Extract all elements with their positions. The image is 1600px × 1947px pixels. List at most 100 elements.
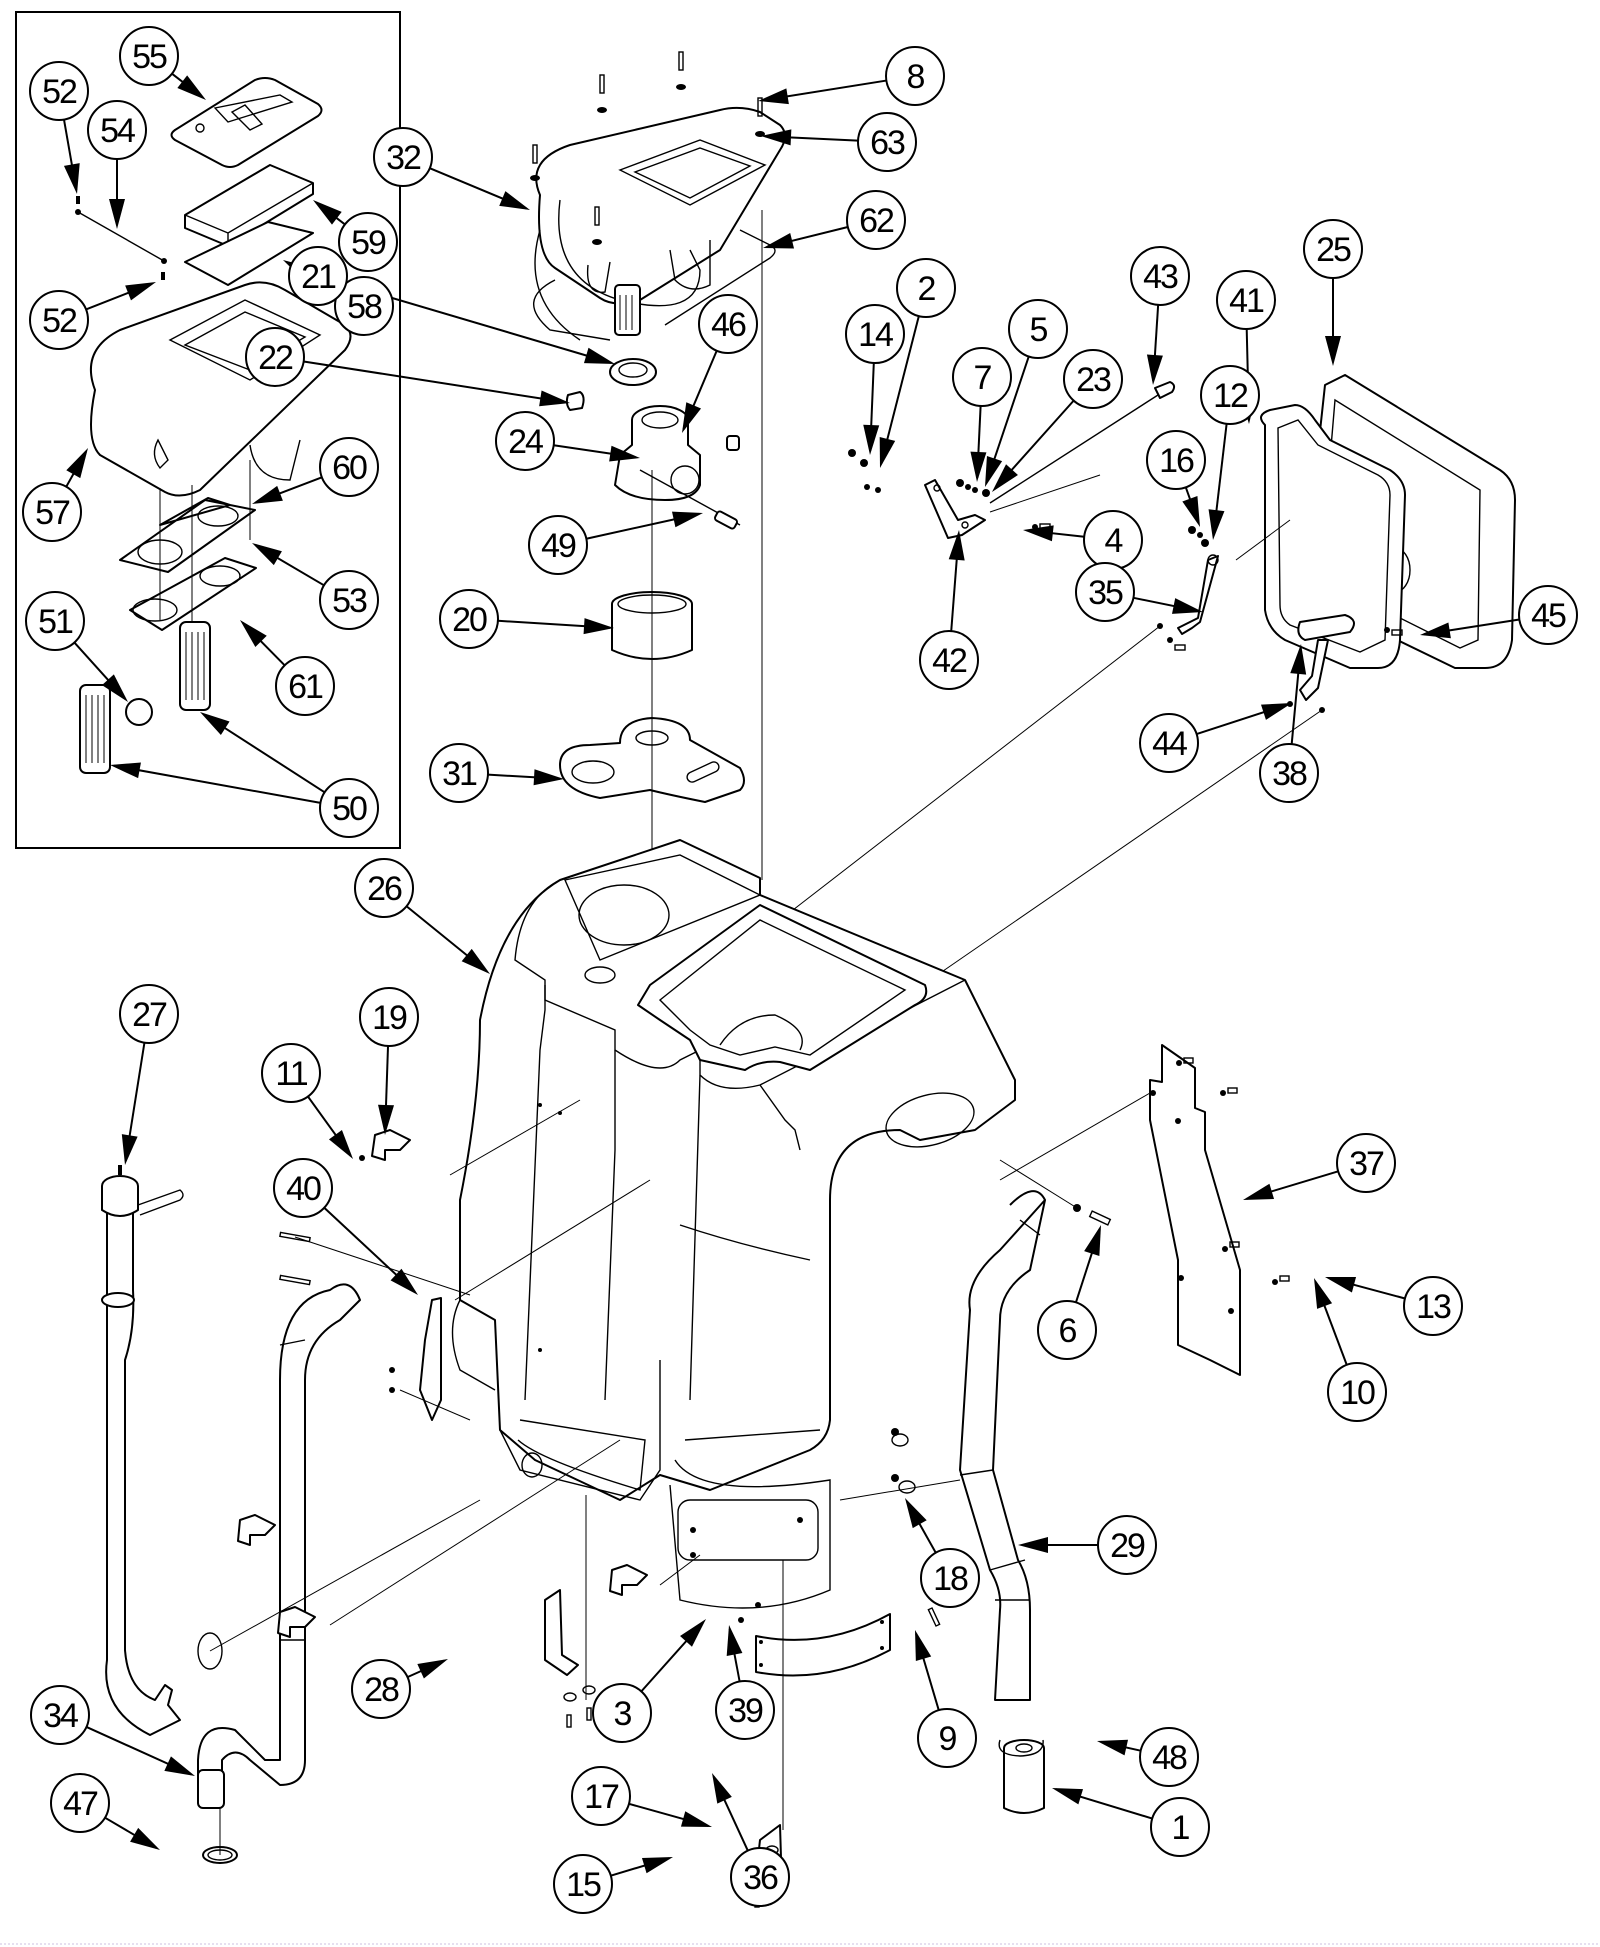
callout-16-arrowhead bbox=[1182, 496, 1200, 527]
callout-24-label: 24 bbox=[508, 423, 543, 461]
callout-18-label: 18 bbox=[933, 1560, 968, 1598]
callout-53[interactable]: 53 bbox=[319, 570, 379, 630]
callout-63-circle bbox=[857, 112, 917, 172]
callout-9[interactable]: 9 bbox=[917, 1708, 977, 1768]
callout-29[interactable]: 29 bbox=[1097, 1515, 1157, 1575]
callout-46-label: 46 bbox=[711, 306, 746, 344]
callout-36-label: 36 bbox=[743, 1859, 778, 1897]
callout-5-circle bbox=[1008, 299, 1068, 359]
callout-34[interactable]: 34 bbox=[30, 1685, 90, 1745]
callout-4-arrowhead bbox=[1023, 525, 1054, 542]
callout-39-arrowhead bbox=[726, 1625, 743, 1656]
callout-62[interactable]: 62 bbox=[846, 190, 906, 250]
callout-59-label: 59 bbox=[351, 224, 386, 262]
callout-54[interactable]: 54 bbox=[87, 100, 147, 160]
callout-51[interactable]: 51 bbox=[25, 591, 85, 651]
callout-16[interactable]: 16 bbox=[1146, 430, 1206, 490]
callout-1-circle bbox=[1150, 1797, 1210, 1857]
callout-24[interactable]: 24 bbox=[495, 411, 555, 471]
callout-55[interactable]: 55 bbox=[119, 26, 179, 86]
callout-3[interactable]: 3 bbox=[592, 1683, 652, 1743]
callout-23-label: 23 bbox=[1076, 361, 1111, 399]
callout-11-arrowhead bbox=[328, 1129, 353, 1159]
callout-31[interactable]: 31 bbox=[429, 743, 489, 803]
callout-47[interactable]: 47 bbox=[50, 1773, 110, 1833]
callout-49-circle bbox=[528, 515, 588, 575]
callout-10[interactable]: 10 bbox=[1327, 1362, 1387, 1422]
callout-43-label: 43 bbox=[1143, 258, 1178, 296]
callout-22[interactable]: 22 bbox=[245, 327, 305, 387]
callout-50[interactable]: 50 bbox=[319, 778, 379, 838]
callout-17-arrowhead bbox=[680, 1811, 712, 1827]
callout-44[interactable]: 44 bbox=[1139, 713, 1199, 773]
callout-16-circle bbox=[1146, 430, 1206, 490]
callout-35[interactable]: 35 bbox=[1075, 562, 1135, 622]
callout-11[interactable]: 11 bbox=[261, 1043, 321, 1103]
callout-47-circle bbox=[50, 1773, 110, 1833]
callout-26[interactable]: 26 bbox=[354, 858, 414, 918]
callout-28-circle bbox=[351, 1659, 411, 1719]
callout-1[interactable]: 1 bbox=[1150, 1797, 1210, 1857]
callout-28-arrowhead bbox=[417, 1659, 448, 1679]
callout-55-circle bbox=[119, 26, 179, 86]
callout-54-circle bbox=[87, 100, 147, 160]
callout-28-label: 28 bbox=[364, 1671, 399, 1709]
callout-51-arrowhead bbox=[101, 674, 128, 702]
callout-2-circle bbox=[896, 258, 956, 318]
callout-28[interactable]: 28 bbox=[351, 1659, 411, 1719]
callout-23[interactable]: 23 bbox=[1063, 349, 1123, 409]
callout-63-label: 63 bbox=[870, 124, 905, 162]
callout-14-arrowhead bbox=[863, 424, 880, 455]
callout-21[interactable]: 21 bbox=[288, 246, 348, 306]
callout-63[interactable]: 63 bbox=[857, 112, 917, 172]
callout-49[interactable]: 49 bbox=[528, 515, 588, 575]
callout-60-label: 60 bbox=[332, 449, 367, 487]
callout-36[interactable]: 36 bbox=[730, 1847, 790, 1907]
callout-52[interactable]: 52 bbox=[29, 61, 89, 121]
part-filter-pad bbox=[184, 164, 314, 247]
callout-11-circle bbox=[261, 1043, 321, 1103]
callout-6[interactable]: 6 bbox=[1037, 1300, 1097, 1360]
callout-14[interactable]: 14 bbox=[845, 304, 905, 364]
callout-5[interactable]: 5 bbox=[1008, 299, 1068, 359]
callout-41[interactable]: 41 bbox=[1216, 270, 1276, 330]
callout-42[interactable]: 42 bbox=[919, 630, 979, 690]
callout-17[interactable]: 17 bbox=[571, 1766, 631, 1826]
callout-59[interactable]: 59 bbox=[338, 212, 398, 272]
callout-43[interactable]: 43 bbox=[1130, 246, 1190, 306]
callout-61[interactable]: 61 bbox=[275, 656, 335, 716]
callout-12[interactable]: 12 bbox=[1200, 365, 1260, 425]
callout-15[interactable]: 15 bbox=[553, 1854, 613, 1914]
callout-48[interactable]: 48 bbox=[1139, 1727, 1199, 1787]
callout-7[interactable]: 7 bbox=[952, 347, 1012, 407]
callout-31-label: 31 bbox=[442, 755, 477, 793]
callout-39[interactable]: 39 bbox=[715, 1680, 775, 1740]
callout-2[interactable]: 2 bbox=[896, 258, 956, 318]
callout-49-label: 49 bbox=[541, 527, 576, 565]
callout-21-label: 21 bbox=[301, 258, 336, 296]
callout-37[interactable]: 37 bbox=[1336, 1133, 1396, 1193]
callout-8[interactable]: 8 bbox=[885, 46, 945, 106]
callout-4[interactable]: 4 bbox=[1083, 510, 1143, 570]
callout-27[interactable]: 27 bbox=[119, 984, 179, 1044]
callout-58[interactable]: 58 bbox=[334, 276, 394, 336]
callout-39-label: 39 bbox=[728, 1692, 763, 1730]
part-cover-plate bbox=[755, 1613, 891, 1677]
callout-46[interactable]: 46 bbox=[698, 294, 758, 354]
callout-57[interactable]: 57 bbox=[22, 482, 82, 542]
callout-59-circle bbox=[338, 212, 398, 272]
callout-40[interactable]: 40 bbox=[273, 1158, 333, 1218]
callout-13[interactable]: 13 bbox=[1403, 1276, 1463, 1336]
callout-19[interactable]: 19 bbox=[359, 987, 419, 1047]
callout-21-arrowhead bbox=[583, 347, 615, 364]
callout-60[interactable]: 60 bbox=[319, 437, 379, 497]
callout-2-arrowhead bbox=[879, 436, 896, 468]
callout-32[interactable]: 32 bbox=[373, 127, 433, 187]
callout-47-label: 47 bbox=[63, 1785, 98, 1823]
callout-45[interactable]: 45 bbox=[1518, 585, 1578, 645]
callout-52[interactable]: 52 bbox=[29, 290, 89, 350]
callout-20[interactable]: 20 bbox=[439, 589, 499, 649]
callout-18[interactable]: 18 bbox=[920, 1548, 980, 1608]
callout-25[interactable]: 25 bbox=[1303, 219, 1363, 279]
callout-38[interactable]: 38 bbox=[1259, 743, 1319, 803]
